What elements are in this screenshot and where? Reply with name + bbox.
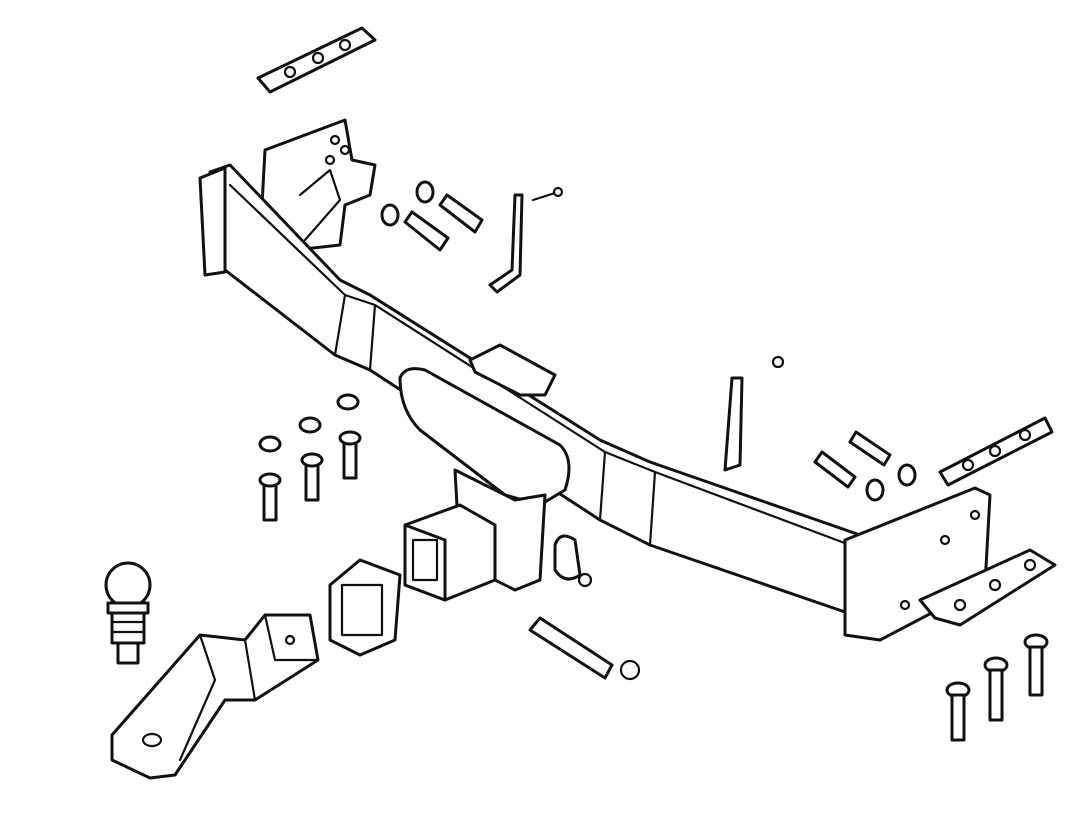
receiver-collar [328,558,402,657]
shackle [553,534,593,588]
bottom-right-bolt-set [945,633,1049,742]
top-left-strap-plate [256,26,377,94]
hitch-pin [528,616,641,681]
left-bolt-set [258,393,362,522]
receiver-tube [403,503,497,602]
tow-ball [104,561,152,665]
right-bolt-set [723,355,917,502]
right-strap-plate [938,416,1054,487]
top-bolt-set [380,180,564,294]
ball-mount [110,613,320,780]
right-mounting-bracket [843,486,1057,642]
